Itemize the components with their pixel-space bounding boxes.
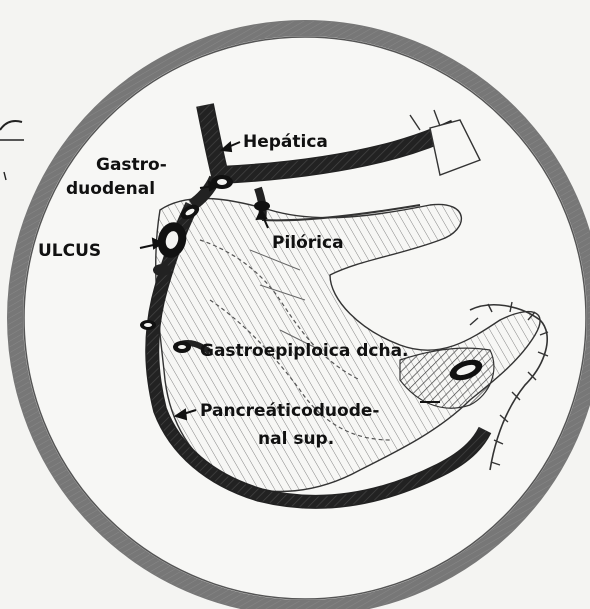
label-hepatica: Hepática bbox=[243, 132, 328, 152]
label-gastroduodenal-line1: Gastro- bbox=[96, 155, 167, 175]
label-gastroduodenal-line2: duodenal bbox=[66, 179, 155, 199]
margin-marks bbox=[0, 121, 24, 180]
label-gastroepiploica: Gastroepiploica dcha. bbox=[200, 341, 409, 361]
label-pancreaticoduodenal-line2: nal sup. bbox=[258, 429, 334, 449]
label-ulcus: ULCUS bbox=[38, 241, 101, 261]
label-pilorica: Pilórica bbox=[272, 233, 344, 253]
label-pancreaticoduodenal-line1: Pancreáticoduode- bbox=[200, 401, 379, 421]
